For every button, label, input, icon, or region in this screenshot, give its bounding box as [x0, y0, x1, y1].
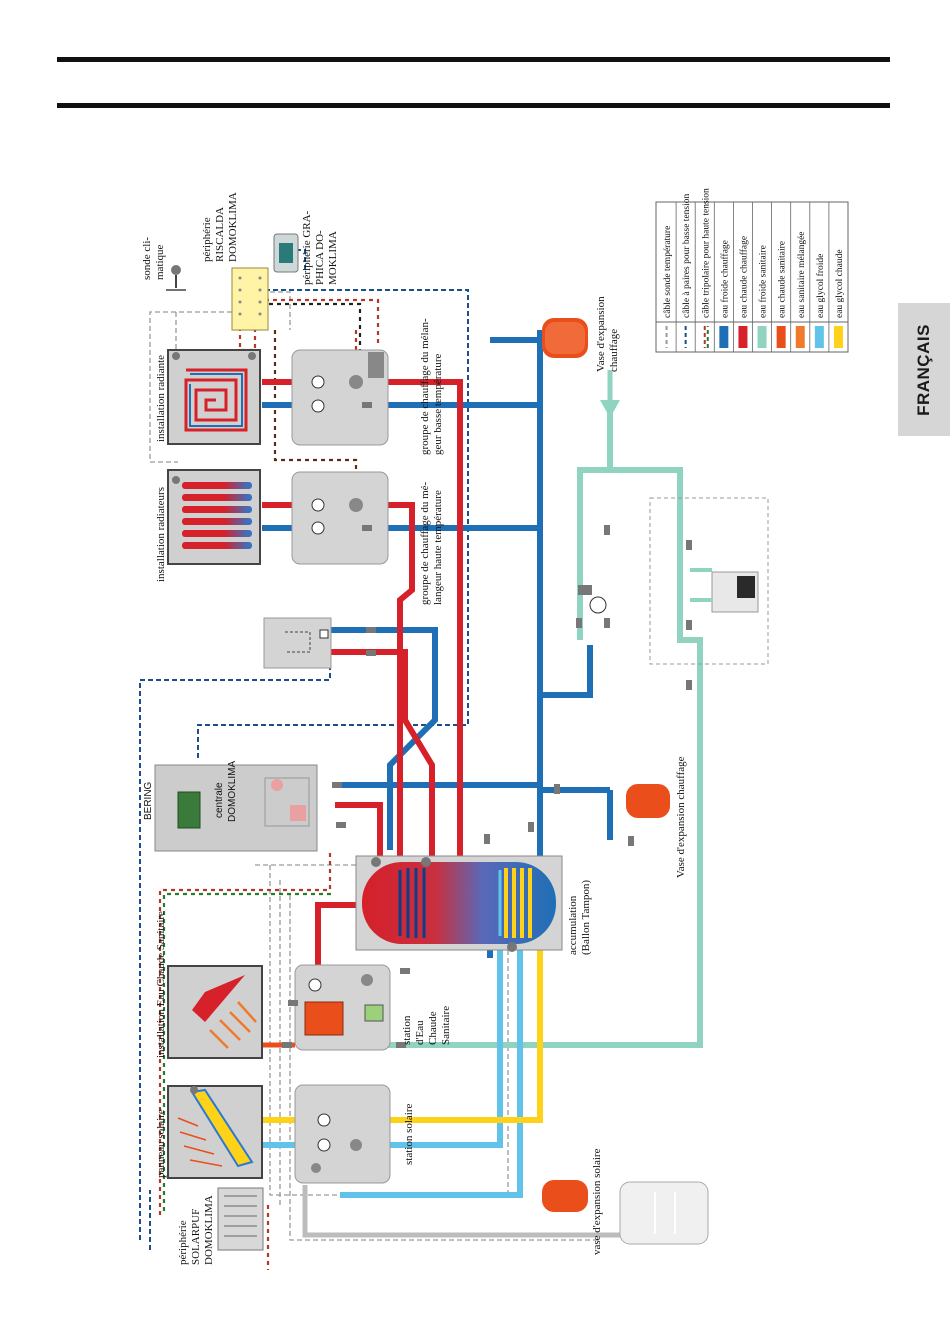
radiant-floor-installation	[167, 349, 261, 445]
legend-label: câble tripolaire pour haute tension	[701, 188, 711, 318]
riscalda-peripheral	[231, 267, 269, 331]
legend: câble sonde température câble à paires po…	[655, 188, 849, 353]
legend-label: eau chaude sanitaire	[778, 241, 788, 318]
buffer-tank	[355, 855, 563, 952]
top-rule	[57, 57, 890, 62]
valves	[282, 402, 692, 1048]
legend-label: eau froide sanitaire	[758, 245, 769, 318]
high-voltage-cables	[158, 298, 380, 1270]
legend-label: eau froide chauffage	[719, 240, 730, 318]
label-peripherie-solarpuf: périphérie SOLARPUF DOMOKLIMA	[177, 1195, 215, 1265]
label-vase-chauffage-1: Vase d'expansion chauffage	[595, 294, 620, 372]
grey-pipe	[302, 1185, 620, 1238]
expansion-vessel-solar	[542, 1180, 588, 1212]
legend-label: eau glycol froide	[815, 254, 826, 318]
label-installation-radiateurs: installation radiateurs	[155, 487, 167, 582]
legend-label: eau glycol chaude	[835, 249, 845, 318]
label-station-ecs: station d'Eau Chaude Sanitaire	[401, 1006, 452, 1045]
sanitary-hot-pipes	[262, 1012, 303, 1048]
domoklima-control-unit	[154, 764, 318, 852]
label-centrale: centrale DOMOKLIMA	[214, 761, 238, 822]
second-rule	[57, 103, 890, 108]
graphica-peripheral	[273, 233, 299, 273]
water-heater-tank	[619, 1181, 709, 1245]
diagram-labels: périphérie RISCALDA DOMOKLIMA périphérie…	[141, 192, 687, 1265]
label-installation-radiante: installation radiante	[155, 355, 167, 442]
label-groupe-haute: groupe de chauffage du mé- langeur haute…	[419, 479, 444, 605]
solar-station	[294, 1084, 391, 1184]
label-panneau-solaire: panneau solaire	[155, 1109, 167, 1178]
radiators-installation	[167, 469, 261, 565]
label-peripherie-graphica: périphérie GRA- PHICA DO- MOKLIMA	[301, 208, 339, 285]
shower-installation	[167, 965, 263, 1059]
solar-panel	[167, 1085, 263, 1179]
label-accumulation: accumulation (Ballon Tampon)	[567, 880, 592, 955]
language-tab: FRANÇAIS	[898, 303, 950, 436]
sanitary-hot-water-station	[294, 964, 391, 1051]
label-vase-solaire: vase d'expansion solaire	[591, 1148, 603, 1255]
legend-label: eau sanitaire mélangée	[797, 231, 807, 318]
climate-sensor	[166, 265, 186, 291]
mixing-group-high	[291, 471, 389, 565]
label-vase-chauffage-2: Vase d'expansion chauffage	[675, 756, 687, 878]
mixing-group-low	[291, 349, 389, 446]
label-station-solaire: station solaire	[403, 1103, 415, 1165]
label-peripherie-riscalda: périphérie RISCALDA DOMOKLIMA	[201, 192, 239, 262]
solarpuf-peripheral	[217, 1187, 264, 1251]
water-treatment-group	[649, 497, 769, 665]
legend-label: câble à paires pour basse tension	[682, 194, 692, 318]
label-sonde-climatique: sonde cli- matique	[141, 234, 166, 280]
expansion-arrow	[600, 370, 620, 418]
label-installation-ecs: installation Eau Chaude Sanitaire	[155, 911, 167, 1058]
label-groupe-basse: groupe de chauffage du mélan- geur basse…	[419, 316, 444, 455]
legend-label: câble sonde température	[663, 226, 673, 318]
legend-label: eau chaude chauffage	[738, 236, 749, 318]
label-bering: BERING	[143, 781, 154, 820]
expansion-vessel-heating-mid	[626, 784, 670, 818]
expansion-vessel-heating-top	[542, 318, 588, 358]
thermostat-box	[263, 617, 332, 669]
